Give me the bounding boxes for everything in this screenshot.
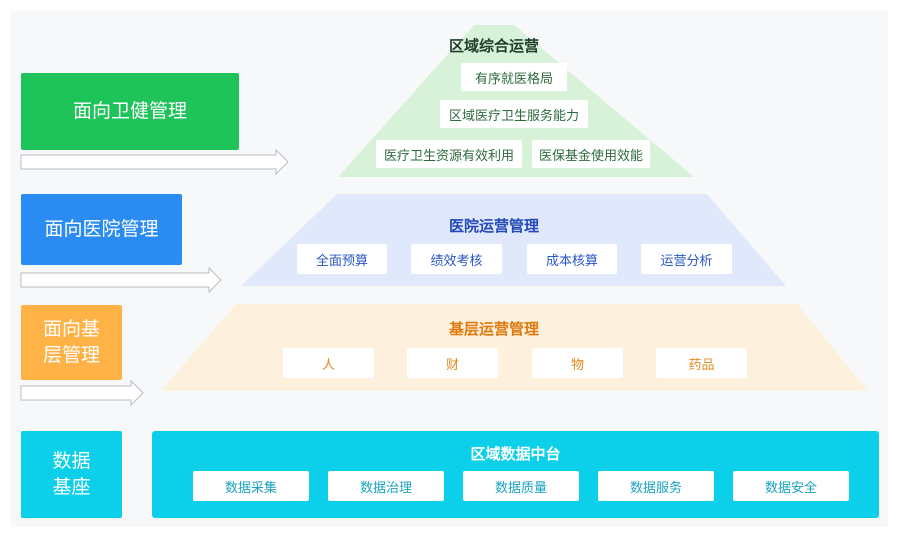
- grassroots-mgmt-text-1: 面向基: [42, 317, 100, 340]
- middle-item-2: 绩效考核: [411, 244, 502, 274]
- top-item-1: 有序就医格局: [461, 63, 567, 91]
- middle-layer-title: 医院运营管理: [448, 217, 539, 235]
- health-mgmt-text: 面向卫健管理: [72, 99, 187, 122]
- data-base-label: 数据 基座: [21, 431, 122, 518]
- data-platform-title: 区域数据中台: [470, 445, 561, 463]
- health-mgmt-label: 面向卫健管理: [21, 73, 239, 150]
- data-item-security: 数据安全: [733, 471, 849, 501]
- data-item-quality: 数据质量: [463, 471, 579, 501]
- top-item-3: 医疗卫生资源有效利用: [376, 140, 522, 168]
- data-base-text-2: 基座: [52, 475, 91, 498]
- data-item-service: 数据服务: [598, 471, 714, 501]
- hospital-mgmt-label: 面向医院管理: [21, 194, 182, 265]
- data-platform-box: 区域数据中台 数据采集 数据治理 数据质量 数据服务 数据安全: [152, 431, 879, 518]
- bottom-item-4: 药品: [656, 348, 747, 378]
- data-base-text-1: 数据: [52, 449, 91, 472]
- middle-item-1: 全面预算: [297, 244, 387, 274]
- hospital-mgmt-text: 面向医院管理: [44, 217, 159, 240]
- grassroots-mgmt-text-2: 层管理: [42, 343, 100, 366]
- data-item-govern: 数据治理: [328, 471, 444, 501]
- arrow-hospital: [20, 266, 222, 294]
- bottom-item-1: 人: [283, 348, 374, 378]
- arrow-grassroots: [20, 379, 144, 407]
- bottom-item-3: 物: [532, 348, 623, 378]
- top-item-4: 医保基金使用效能: [532, 140, 650, 168]
- bottom-layer-title: 基层运营管理: [448, 320, 539, 338]
- bottom-item-2: 财: [407, 348, 498, 378]
- arrow-health: [20, 148, 289, 176]
- top-layer-title: 区域综合运营: [448, 37, 539, 55]
- data-item-collect: 数据采集: [193, 471, 309, 501]
- top-item-2: 区域医疗卫生服务能力: [440, 100, 588, 128]
- grassroots-mgmt-label: 面向基 层管理: [21, 305, 122, 380]
- middle-item-3: 成本核算: [527, 244, 617, 274]
- middle-item-4: 运营分析: [641, 244, 732, 274]
